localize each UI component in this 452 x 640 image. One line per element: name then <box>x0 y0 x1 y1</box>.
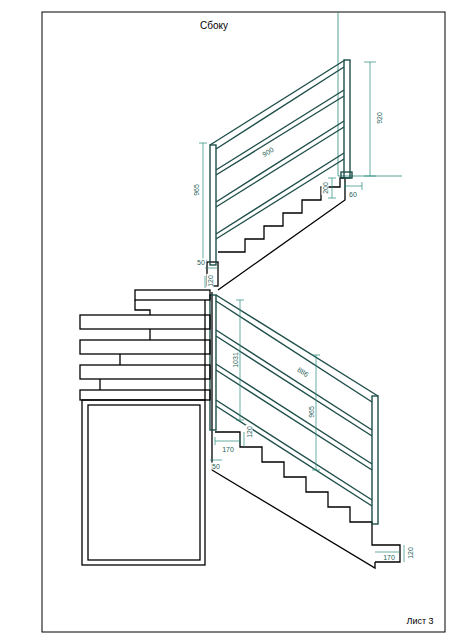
landing-structure <box>80 290 210 565</box>
dimension-value: 965 <box>308 405 315 419</box>
dimension-value: 120 <box>246 425 253 439</box>
dimension-value: 50 <box>196 259 206 266</box>
dimension-value: 170 <box>382 554 396 561</box>
dimension-value: 170 <box>221 446 235 453</box>
upper-railing <box>210 60 352 265</box>
dimension-lines <box>199 62 404 562</box>
dimension-value: 1031 <box>232 351 239 369</box>
dimension-value: 120 <box>407 546 414 560</box>
dimension-value: 886 <box>295 365 310 378</box>
dimension-value: 200 <box>322 181 329 195</box>
lower-flight <box>212 292 400 568</box>
sheet-frame <box>42 12 445 632</box>
drawing-title: Сбоку <box>200 20 228 31</box>
dimension-value: 50 <box>211 463 221 470</box>
dimension-value: 920 <box>376 111 383 125</box>
dimension-value: 900 <box>260 145 275 158</box>
dimension-value: 120 <box>207 274 214 288</box>
dimension-value: 965 <box>193 183 200 197</box>
sheet-number: Лист 3 <box>406 617 433 627</box>
lower-railing <box>210 295 378 524</box>
dimension-value: 60 <box>348 191 358 198</box>
